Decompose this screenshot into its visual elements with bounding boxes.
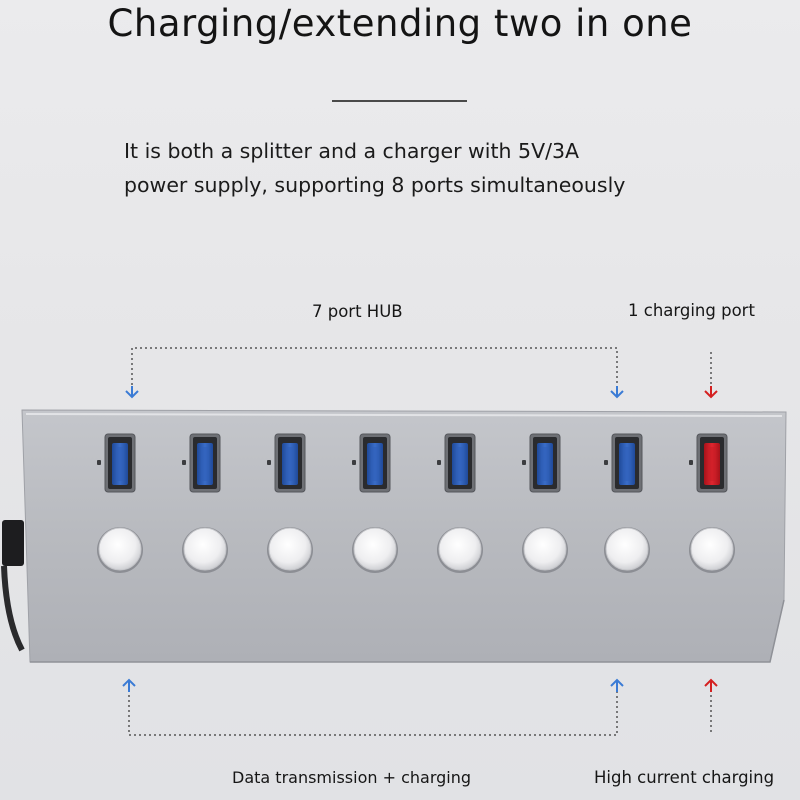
data-usb-port[interactable] — [437, 433, 476, 493]
data-usb-port[interactable] — [604, 433, 643, 493]
bottom-bracket — [128, 690, 618, 736]
led-indicator — [689, 460, 693, 465]
led-indicator — [97, 460, 101, 465]
power-switch-button[interactable] — [522, 527, 568, 573]
power-switch-button[interactable] — [437, 527, 483, 573]
data-usb-port[interactable] — [97, 433, 136, 493]
arrow-up-icon — [122, 678, 136, 692]
led-indicator — [267, 460, 271, 465]
hub-label: 7 port HUB — [312, 302, 403, 321]
arrow-up-icon — [704, 678, 718, 692]
power-switch-button[interactable] — [182, 527, 228, 573]
arrow-up-icon — [610, 678, 624, 692]
description-line-2: power supply, supporting 8 ports simulta… — [124, 173, 626, 197]
usb-ports — [97, 433, 728, 493]
arrow-down-icon — [610, 386, 624, 399]
data-usb-port[interactable] — [182, 433, 221, 493]
description: It is both a splitter and a charger with… — [124, 134, 625, 202]
led-indicator — [182, 460, 186, 465]
data-usb-port[interactable] — [352, 433, 391, 493]
high-current-label: High current charging — [594, 768, 775, 787]
power-switch-button[interactable] — [689, 527, 735, 573]
led-indicator — [522, 460, 526, 465]
divider — [332, 100, 467, 102]
power-switch-button[interactable] — [267, 527, 313, 573]
arrow-down-icon — [125, 386, 139, 399]
power-switches — [97, 527, 735, 573]
led-indicator — [437, 460, 441, 465]
arrow-down-icon — [704, 386, 718, 399]
top-bracket — [131, 347, 618, 385]
power-switch-button[interactable] — [604, 527, 650, 573]
data-usb-port[interactable] — [522, 433, 561, 493]
power-cable — [2, 520, 24, 566]
power-switch-button[interactable] — [97, 527, 143, 573]
charging-usb-port[interactable] — [689, 433, 728, 493]
headline: Charging/extending two in one — [107, 2, 693, 45]
description-line-1: It is both a splitter and a charger with… — [124, 139, 580, 163]
power-switch-button[interactable] — [352, 527, 398, 573]
data-charging-label: Data transmission + charging — [232, 768, 472, 787]
led-indicator — [604, 460, 608, 465]
led-indicator — [352, 460, 356, 465]
charging-port-label: 1 charging port — [628, 301, 755, 320]
data-usb-port[interactable] — [267, 433, 306, 493]
